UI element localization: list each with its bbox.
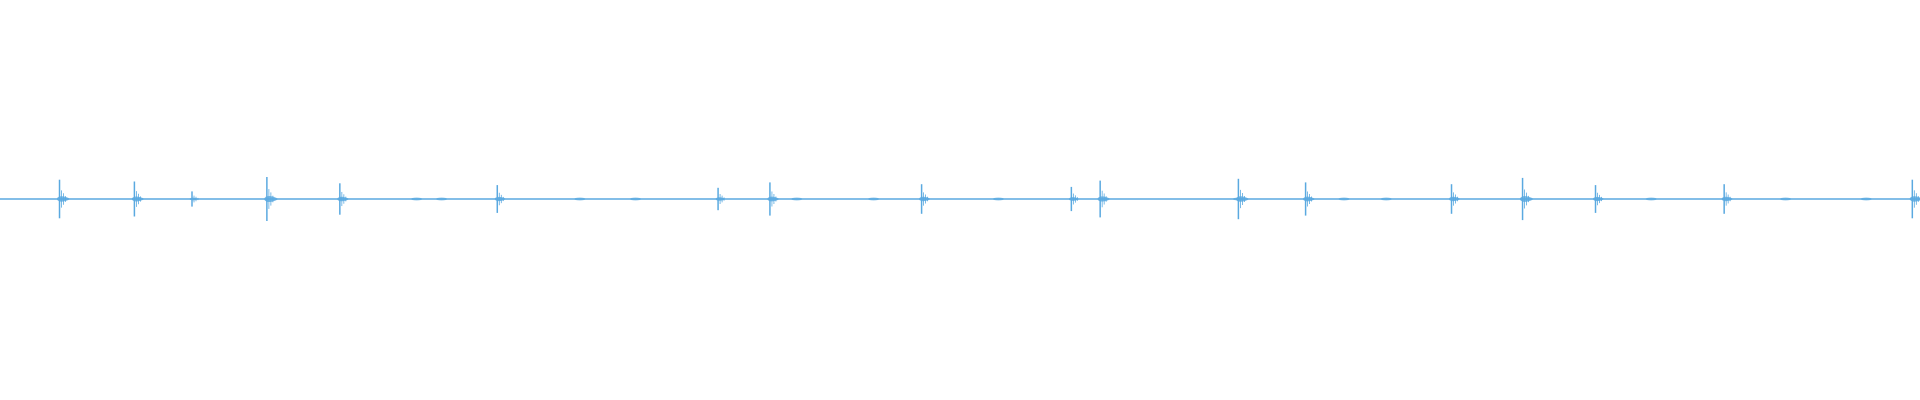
waveform-peaks xyxy=(56,177,1920,221)
waveform-peak xyxy=(1592,185,1605,213)
waveform-peak xyxy=(1909,179,1920,219)
waveform-peak xyxy=(263,177,279,221)
waveform-peak xyxy=(715,187,727,211)
waveform-bump xyxy=(1380,197,1393,201)
waveform-peak xyxy=(1097,180,1111,218)
waveform-peak xyxy=(1519,177,1535,221)
waveform-faint-bumps xyxy=(410,197,1873,201)
waveform-peak xyxy=(189,191,200,207)
waveform-peak xyxy=(336,183,350,215)
waveform-peak xyxy=(131,181,145,217)
waveform-bump xyxy=(1338,197,1350,201)
waveform-bump xyxy=(629,197,642,201)
waveform-peak xyxy=(56,179,71,219)
waveform-peak xyxy=(1068,186,1081,212)
waveform-bump xyxy=(435,197,448,201)
waveform-peak xyxy=(1302,182,1316,216)
waveform-peak xyxy=(494,185,507,213)
waveform-peak xyxy=(918,184,932,214)
waveform-bump xyxy=(992,197,1005,201)
waveform-peak xyxy=(1448,184,1462,214)
waveform-bump xyxy=(867,197,880,201)
waveform-bump xyxy=(1779,197,1792,201)
waveform-bump xyxy=(410,197,423,201)
waveform-bump xyxy=(790,197,803,201)
waveform-bump xyxy=(1232,197,1245,201)
waveform-bump xyxy=(1860,197,1873,201)
waveform-bump xyxy=(1645,197,1658,201)
waveform-peak xyxy=(766,182,781,216)
waveform-peak xyxy=(1721,184,1734,214)
waveform-bump xyxy=(573,197,586,201)
